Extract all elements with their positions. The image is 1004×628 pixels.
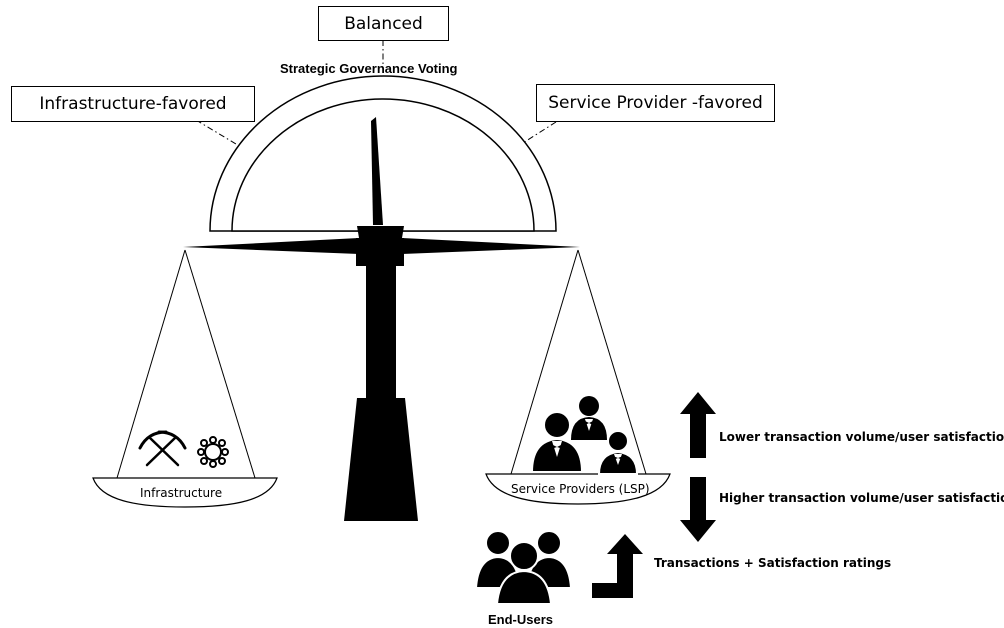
end-users-label: End-Users [488, 612, 554, 627]
right-pan [485, 249, 671, 505]
lower-volume-label: Lower transaction volume/user satisfacti… [719, 430, 1004, 444]
scale-stand [183, 226, 580, 521]
pickaxe-icon [138, 430, 187, 467]
dial-guide-lines [195, 40, 557, 226]
service-providers-pan-label: Service Providers (LSP) [511, 482, 650, 496]
users-group-icon [474, 530, 573, 605]
diagram-title: Strategic Governance Voting [280, 61, 458, 76]
infrastructure-favored-box: Infrastructure-favored [11, 86, 255, 122]
service-provider-favored-box: Service Provider -favored [536, 84, 775, 122]
arrow-up-icon [680, 392, 716, 458]
arrow-down-icon [680, 477, 716, 542]
balance-dial [209, 75, 557, 232]
dial-needle [371, 117, 383, 225]
arrow-bent-up-icon [592, 534, 643, 598]
balanced-label: Balanced [344, 13, 423, 34]
balanced-option-box: Balanced [318, 6, 449, 41]
transactions-label: Transactions + Satisfaction ratings [654, 556, 892, 570]
network-nodes-icon [197, 436, 229, 468]
service-provider-favored-label: Service Provider -favored [548, 93, 763, 113]
infrastructure-pan-label: Infrastructure [140, 486, 223, 500]
infrastructure-favored-label: Infrastructure-favored [39, 94, 227, 114]
left-pan [92, 249, 278, 508]
people-group-icon [530, 396, 639, 475]
higher-volume-label: Higher transaction volume/user satisfact… [719, 491, 1004, 505]
